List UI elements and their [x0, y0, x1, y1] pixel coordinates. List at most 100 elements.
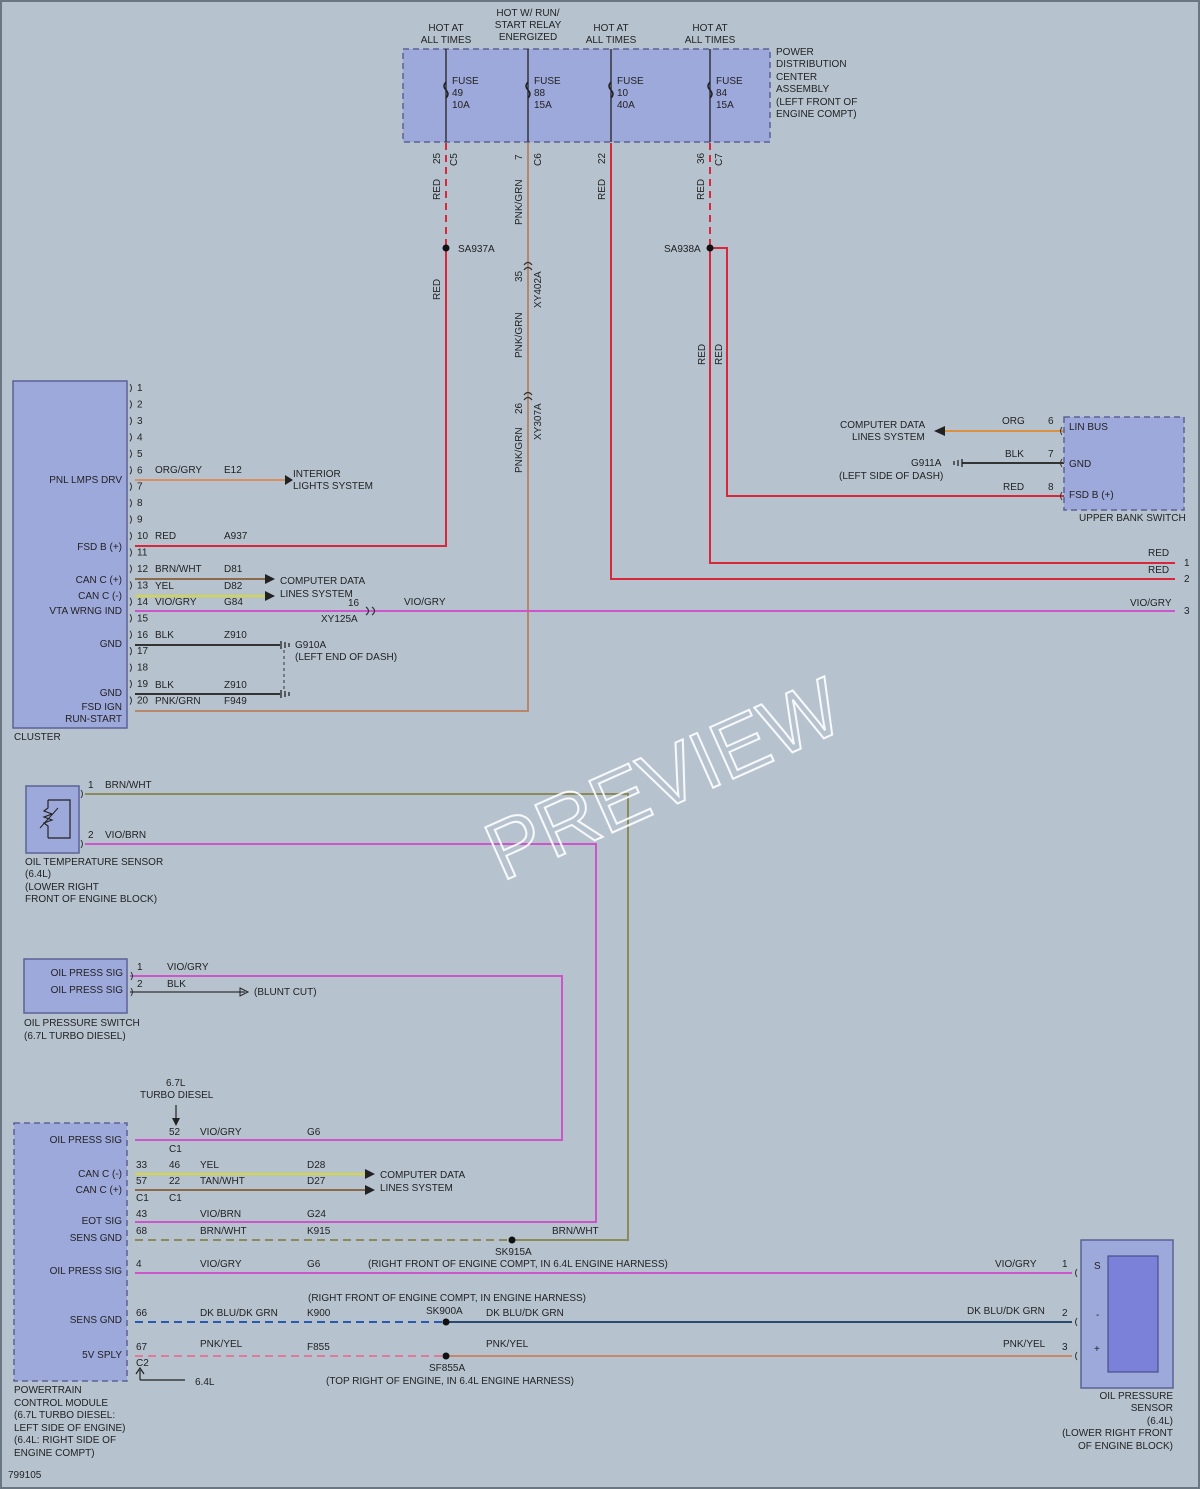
pcm-label-4: LEFT SIDE OF ENGINE): [14, 1423, 126, 1434]
cluster-pin-gnd2: GND: [100, 688, 122, 699]
pcm-box: [13, 1122, 128, 1382]
fuse-49-label: FUSE: [452, 76, 479, 87]
arrows: [135, 426, 945, 1381]
arrow-right-icon: [265, 574, 275, 584]
hot-label-2b: START RELAY: [495, 20, 562, 31]
fuse-84-icon: [707, 81, 713, 99]
splice-sk900a-dot: [442, 1318, 450, 1326]
fuse-88-label: FUSE: [534, 76, 561, 87]
pcm-w22-circuit: D27: [307, 1176, 326, 1187]
oil-temp-label-4: FRONT OF ENGINE BLOCK): [25, 894, 157, 905]
pdc-pin-25: 25: [432, 152, 443, 164]
ops-sensor-pin3: 3: [1062, 1342, 1068, 1353]
xy307a-wire: PNK/GRN: [514, 427, 525, 473]
fuse-88-amp: 15A: [534, 100, 552, 111]
pcm-w67-circuit: F855: [307, 1342, 330, 1353]
turbo-note-1: 6.7L: [166, 1078, 186, 1089]
arrow-up-icon: [135, 1366, 185, 1381]
hot-label-1a: HOT AT: [428, 23, 463, 34]
pcm-w68b-color: BRN/WHT: [552, 1226, 599, 1237]
pcm-w68-circuit: K915: [307, 1226, 331, 1237]
wire-label-red-right2: RED: [714, 344, 725, 365]
cluster-pin-number: 17: [137, 646, 149, 657]
cluster-pin-ign2: RUN-START: [65, 714, 122, 725]
g911a-location: (LEFT SIDE OF DASH): [839, 471, 943, 482]
arrow-right-icon: [285, 475, 293, 485]
wire-label-pnkgrn-f88: PNK/GRN: [514, 179, 525, 225]
cluster-pin-number: 1: [137, 383, 143, 394]
cluster-vta-wire: VIO/GRY: [404, 597, 446, 608]
pdc-label-2: DISTRIBUTION: [776, 59, 847, 70]
cluster-label: CLUSTER: [14, 732, 61, 743]
wire-label-red-f84: RED: [696, 179, 707, 200]
right-references: RED 1 RED 2 VIO/GRY 3: [1130, 548, 1190, 617]
ubs-label: UPPER BANK SWITCH: [1079, 513, 1186, 524]
cluster-pin-fsd: FSD B (+): [77, 542, 122, 553]
cluster-pin-number: 12: [137, 564, 149, 575]
pcm-w68-color: BRN/WHT: [200, 1226, 247, 1237]
cluster-cdl-1: COMPUTER DATA: [280, 576, 366, 587]
xy402a-wire: PNK/GRN: [514, 312, 525, 358]
cluster-w16-circuit: Z910: [224, 630, 247, 641]
cluster-pin-tick: [129, 531, 132, 541]
cluster-pin-tick: [129, 433, 132, 442]
oil-temp-pin1: 1: [88, 780, 94, 791]
pcm-c1b: C1: [136, 1193, 149, 1204]
cluster-w6-color: ORG/GRY: [155, 465, 202, 476]
pcm-w66-circuit: K900: [307, 1308, 331, 1319]
cluster-pin-tick: [129, 679, 132, 689]
ubs-pin-fsd: FSD B (+): [1069, 490, 1114, 501]
cluster-pin-number: 5: [137, 449, 143, 460]
ops-sensor-sym-minus: -: [1096, 1310, 1099, 1321]
pdc-label-1: POWER: [776, 47, 814, 58]
ops-pin-label1: OIL PRESS SIG: [51, 968, 124, 979]
oil-temp-label-2: (6.4L): [25, 869, 51, 880]
ops-wire2: BLK: [167, 979, 186, 990]
fuse-84-label: FUSE: [716, 76, 743, 87]
cluster-pin-number: 11: [137, 548, 148, 559]
pcm-w67-color: PNK/YEL: [200, 1339, 243, 1350]
pcm-p68: 68: [136, 1226, 148, 1237]
pcm-p4: 4: [136, 1259, 142, 1270]
pcm-c2: C2: [136, 1358, 149, 1369]
sensor-mid3-wire: PNK/YEL: [486, 1339, 529, 1350]
pcm-pin-sg2: SENS GND: [70, 1315, 122, 1326]
note-64l: 6.4L: [195, 1377, 215, 1388]
xy402a-pin: 35: [514, 270, 525, 282]
splice-sf855a-note: (TOP RIGHT OF ENGINE, IN 6.4L ENGINE HAR…: [326, 1376, 574, 1387]
fuse-88-icon: [525, 81, 531, 99]
cluster-box: [12, 380, 128, 729]
cluster-pin-number: 13: [137, 580, 149, 591]
ground-icon: [953, 459, 963, 467]
ops-sensor-wire1: VIO/GRY: [995, 1259, 1037, 1270]
ops-pin1: 1: [137, 962, 143, 973]
splice-sa938a-dot: [706, 244, 714, 252]
ubs-pin-gnd: GND: [1069, 459, 1091, 470]
sensor-mid2-wire: DK BLU/DK GRN: [486, 1308, 564, 1319]
oil-sensor-label-5: OF ENGINE BLOCK): [1078, 1441, 1173, 1452]
pin-ticks: [80, 426, 1078, 1361]
fuse-49-icon: [443, 81, 449, 99]
splice-sk915a-note: (RIGHT FRONT OF ENGINE COMPT, IN 6.4L EN…: [368, 1259, 668, 1270]
oil-pressure-switch: OIL PRESS SIG OIL PRESS SIG 1 VIO/GRY 2 …: [23, 958, 317, 1042]
ref-2-num: 2: [1184, 574, 1190, 585]
pcm-p46: 46: [169, 1160, 181, 1171]
pcm-p43: 43: [136, 1209, 148, 1220]
inline-connector-xy402a-icon: [523, 261, 533, 271]
ref-1-wire: RED: [1148, 548, 1169, 559]
hot-label-1b: ALL TIMES: [421, 35, 472, 46]
fuse-49-num: 49: [452, 88, 464, 99]
pcm-c1a: C1: [169, 1144, 182, 1155]
cluster-w12-color: BRN/WHT: [155, 564, 202, 575]
pcm-p22: 22: [169, 1176, 181, 1187]
cluster-w20-color: PNK/GRN: [155, 696, 201, 707]
pdc-pin-22: 22: [597, 152, 608, 164]
xy125a-pin: 16: [348, 598, 360, 609]
ubs-wire-org: ORG: [1002, 416, 1025, 427]
power-distribution-center: HOT AT ALL TIMES HOT W/ RUN/ START RELAY…: [402, 8, 857, 166]
g911a-label: G911A: [911, 458, 942, 469]
cluster-w16-color: BLK: [155, 630, 174, 641]
cluster-w6-circuit: E12: [224, 465, 242, 476]
ops-sensor-sym-s: S: [1094, 1261, 1101, 1272]
